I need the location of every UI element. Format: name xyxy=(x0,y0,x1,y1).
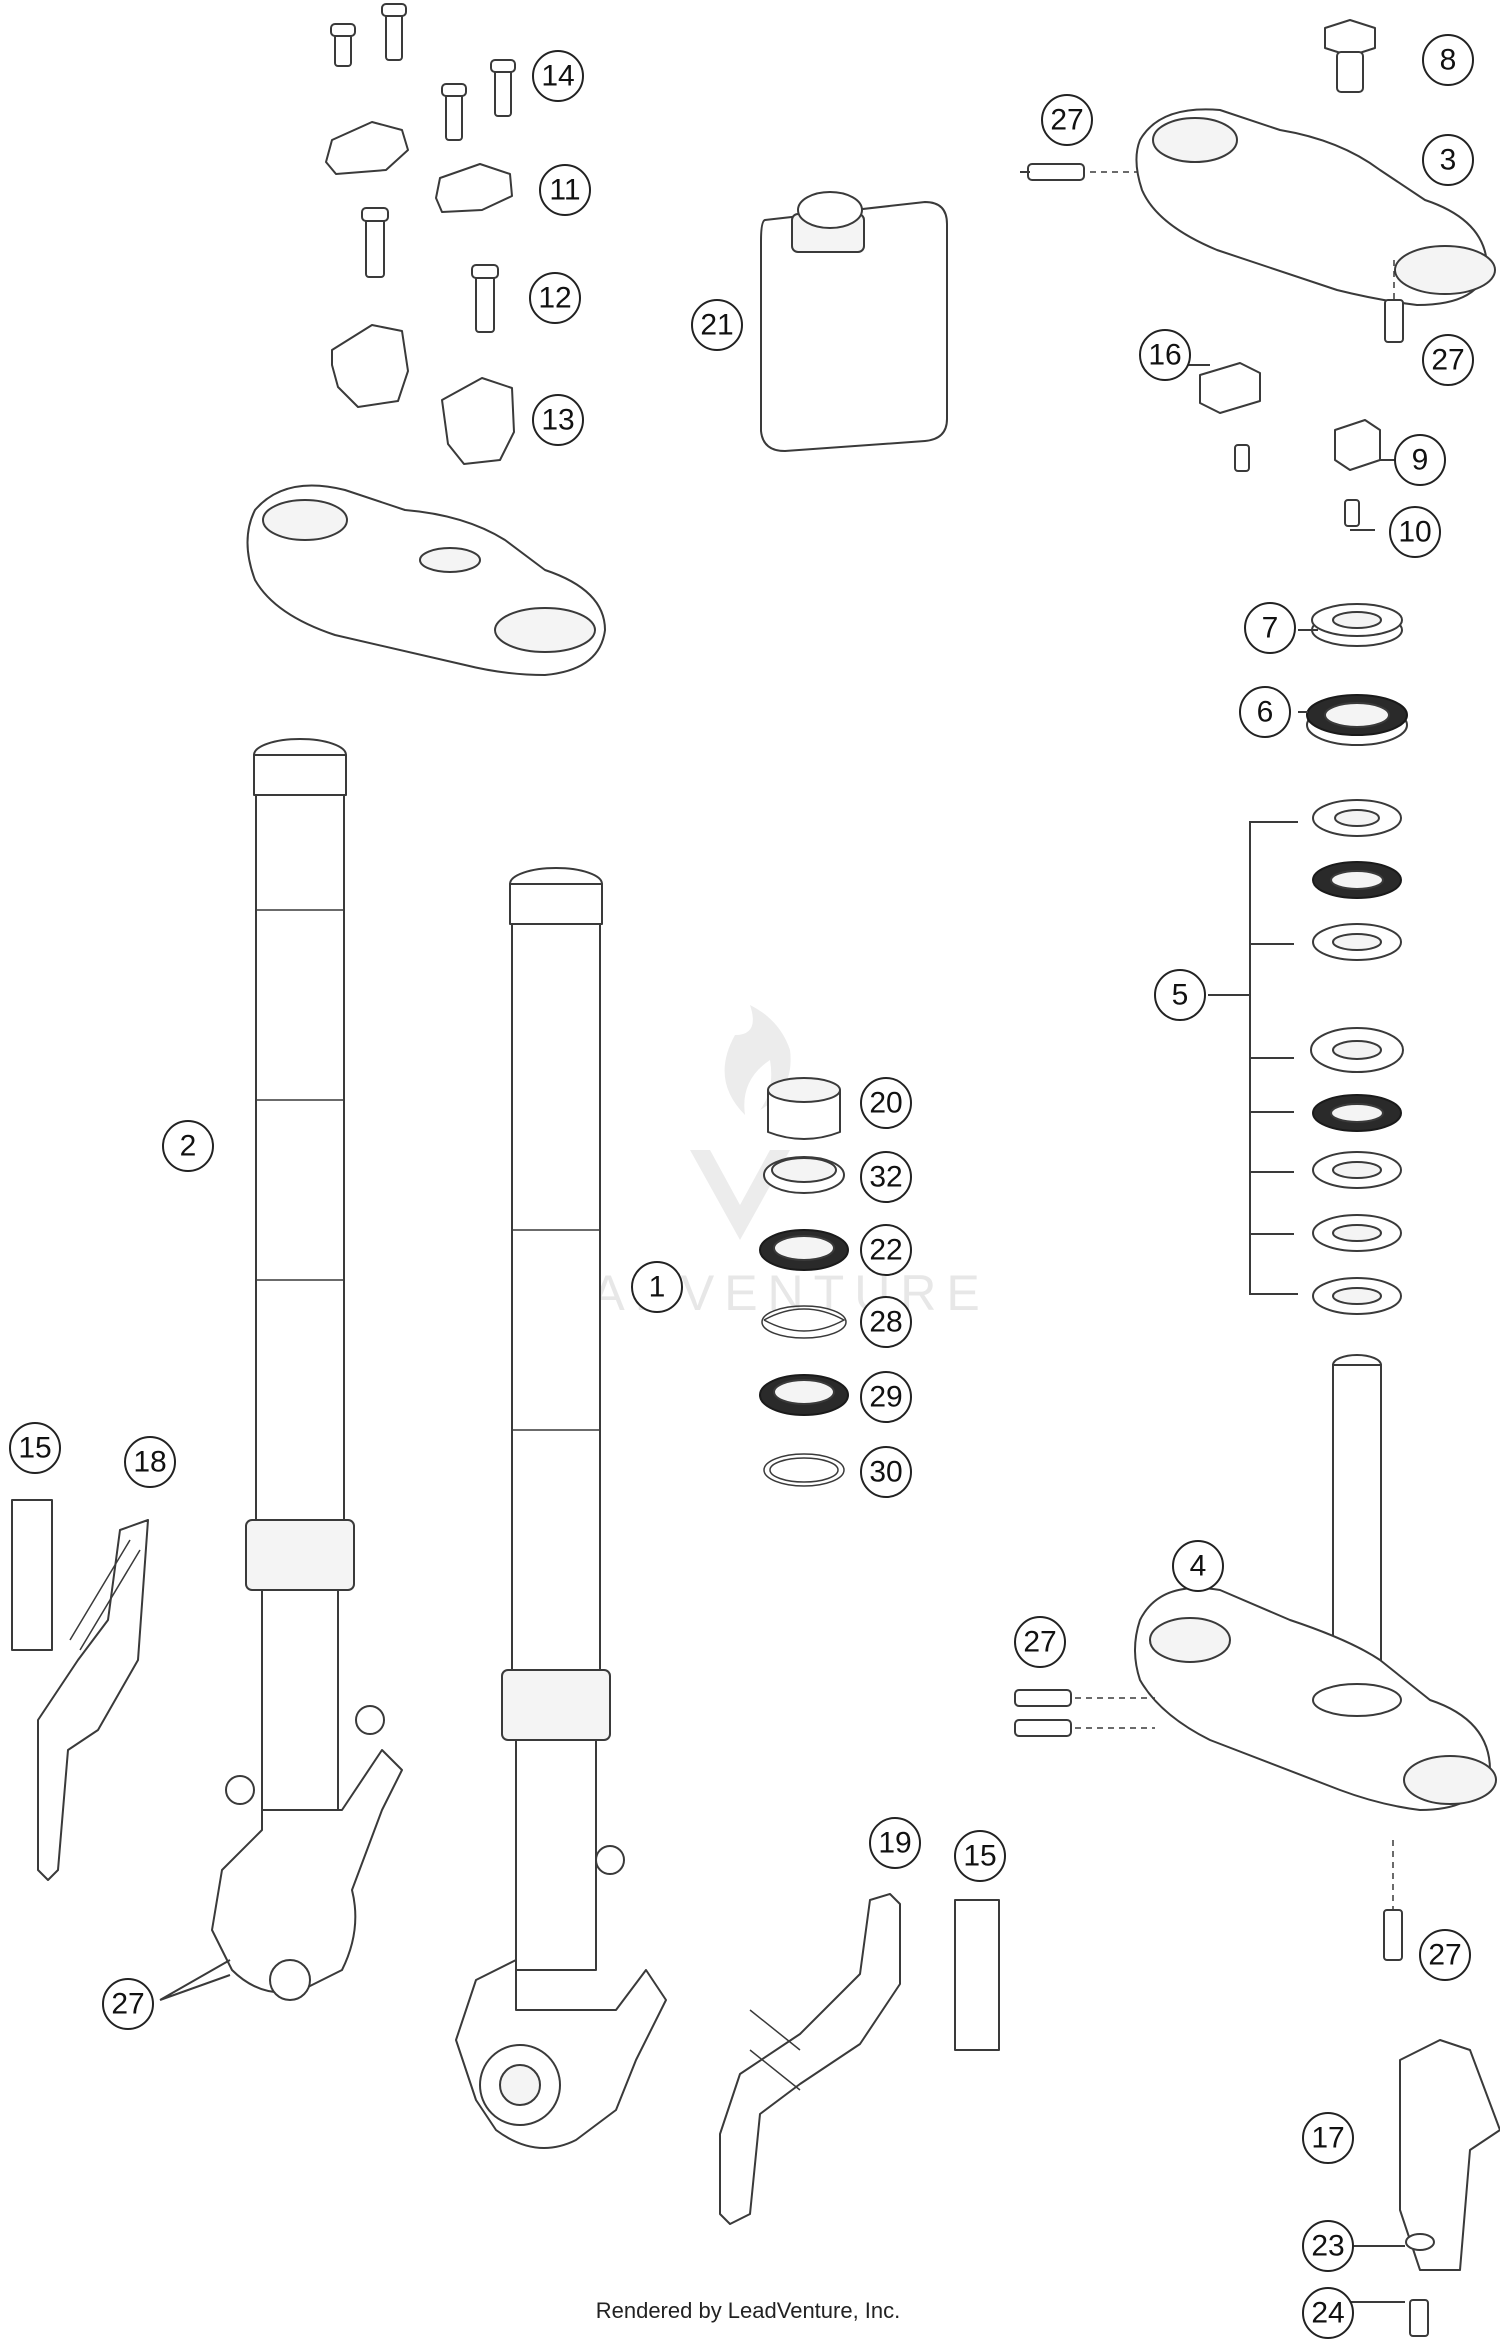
svg-text:7: 7 xyxy=(1262,612,1279,645)
callout-30[interactable]: 30 xyxy=(860,1446,912,1498)
bolts-lower-clamp xyxy=(1014,1689,1403,1961)
svg-text:24: 24 xyxy=(1311,2297,1344,2330)
svg-text:28: 28 xyxy=(869,1306,902,1339)
upper-triple-clamp-right xyxy=(1135,108,1496,306)
svg-text:20: 20 xyxy=(869,1087,902,1120)
svg-text:14: 14 xyxy=(541,60,574,93)
callout-22[interactable]: 22 xyxy=(860,1224,912,1276)
callout-27-lower-pinch[interactable]: 27 xyxy=(1419,1929,1471,1981)
steering-damper-mount xyxy=(1334,419,1381,527)
svg-text:13: 13 xyxy=(541,404,574,437)
svg-text:3: 3 xyxy=(1440,144,1457,177)
svg-text:12: 12 xyxy=(538,282,571,315)
callout-11[interactable]: 11 xyxy=(539,164,591,216)
fork-seals-bushings xyxy=(759,1077,849,1487)
svg-text:6: 6 xyxy=(1257,696,1274,729)
callout-21[interactable]: 21 xyxy=(691,299,743,351)
callout-8[interactable]: 8 xyxy=(1422,34,1474,86)
brake-line-holder-right xyxy=(719,1893,901,2225)
svg-text:10: 10 xyxy=(1398,516,1431,549)
lower-triple-clamp xyxy=(1134,1354,1497,1811)
adjusting-nut xyxy=(1311,603,1403,647)
callout-6[interactable]: 6 xyxy=(1239,686,1291,738)
callout-16[interactable]: 16 xyxy=(1139,329,1191,381)
screw-24 xyxy=(1409,2299,1429,2337)
callout-27-pinch[interactable]: 27 xyxy=(1422,334,1474,386)
svg-text:8: 8 xyxy=(1440,44,1457,77)
footer-credit: Rendered by LeadVenture, Inc. xyxy=(596,2298,901,2323)
handlebar-clamp-lower xyxy=(331,324,515,465)
svg-text:18: 18 xyxy=(133,1446,166,1479)
callout-14[interactable]: 14 xyxy=(532,50,584,102)
protective-pad-right xyxy=(954,1899,1000,2051)
callout-9[interactable]: 9 xyxy=(1394,434,1446,486)
handlebar-bolts xyxy=(330,3,516,333)
bearing-kit-group xyxy=(1249,799,1404,1315)
callout-18[interactable]: 18 xyxy=(124,1436,176,1488)
svg-text:17: 17 xyxy=(1311,2122,1344,2155)
callout-leaders xyxy=(159,171,1405,2303)
svg-text:32: 32 xyxy=(869,1161,902,1194)
bolt-upper-clamp xyxy=(1027,163,1150,181)
brake-line-holder-left xyxy=(37,1519,149,1881)
callout-32[interactable]: 32 xyxy=(860,1151,912,1203)
callout-10[interactable]: 10 xyxy=(1389,506,1441,558)
protective-pad-left xyxy=(11,1499,53,1651)
bracket-17 xyxy=(1399,2039,1500,2271)
svg-text:15: 15 xyxy=(18,1432,51,1465)
callout-15-left[interactable]: 15 xyxy=(9,1422,61,1474)
callout-4[interactable]: 4 xyxy=(1172,1540,1224,1592)
svg-text:5: 5 xyxy=(1172,979,1189,1012)
svg-text:9: 9 xyxy=(1412,444,1429,477)
callout-27-lower-clamp[interactable]: 27 xyxy=(1014,1616,1066,1668)
callout-17[interactable]: 17 xyxy=(1302,2112,1354,2164)
callout-3[interactable]: 3 xyxy=(1422,134,1474,186)
svg-text:27: 27 xyxy=(1050,104,1083,137)
callout-19[interactable]: 19 xyxy=(869,1817,921,1869)
callout-15-right[interactable]: 15 xyxy=(954,1830,1006,1882)
steering-stem-nut xyxy=(1324,19,1376,93)
callout-5[interactable]: 5 xyxy=(1154,969,1206,1021)
svg-text:1: 1 xyxy=(649,1271,666,1304)
callout-23[interactable]: 23 xyxy=(1302,2220,1354,2272)
callout-27-upper[interactable]: 27 xyxy=(1041,94,1093,146)
svg-text:11: 11 xyxy=(549,174,580,207)
svg-text:19: 19 xyxy=(878,1827,911,1860)
svg-text:30: 30 xyxy=(869,1456,902,1489)
svg-text:2: 2 xyxy=(180,1130,197,1163)
cable-clip xyxy=(1199,362,1261,472)
callout-20[interactable]: 20 xyxy=(860,1077,912,1129)
callout-7[interactable]: 7 xyxy=(1244,602,1296,654)
callout-13[interactable]: 13 xyxy=(532,394,584,446)
svg-text:16: 16 xyxy=(1148,339,1181,372)
svg-text:27: 27 xyxy=(1428,1939,1461,1972)
svg-text:4: 4 xyxy=(1190,1550,1207,1583)
upper-bearing xyxy=(1306,694,1408,746)
callouts: 14 11 12 13 21 8 27 3 27 16 9 10 7 6 5 2… xyxy=(9,34,1474,2339)
svg-text:22: 22 xyxy=(869,1234,902,1267)
svg-text:23: 23 xyxy=(1311,2230,1344,2263)
svg-text:15: 15 xyxy=(963,1840,996,1873)
fork-leg-left xyxy=(211,738,403,2001)
callout-2[interactable]: 2 xyxy=(162,1120,214,1172)
callout-27-fork-left[interactable]: 27 xyxy=(102,1978,154,2030)
handlebar-clamp-upper xyxy=(325,121,513,213)
upper-triple-clamp-left xyxy=(246,484,606,676)
svg-text:27: 27 xyxy=(111,1988,144,2021)
svg-text:21: 21 xyxy=(700,309,733,342)
fork-oil-bottle xyxy=(760,191,948,452)
svg-text:27: 27 xyxy=(1023,1626,1056,1659)
callout-29[interactable]: 29 xyxy=(860,1371,912,1423)
callout-24[interactable]: 24 xyxy=(1302,2287,1354,2339)
callout-28[interactable]: 28 xyxy=(860,1296,912,1348)
callout-12[interactable]: 12 xyxy=(529,272,581,324)
svg-text:29: 29 xyxy=(869,1381,902,1414)
svg-text:27: 27 xyxy=(1431,344,1464,377)
washer-23 xyxy=(1405,2233,1435,2251)
fork-leg-right xyxy=(455,867,667,2149)
callout-1[interactable]: 1 xyxy=(631,1261,683,1313)
bolt-clamp-pinch xyxy=(1384,260,1404,343)
